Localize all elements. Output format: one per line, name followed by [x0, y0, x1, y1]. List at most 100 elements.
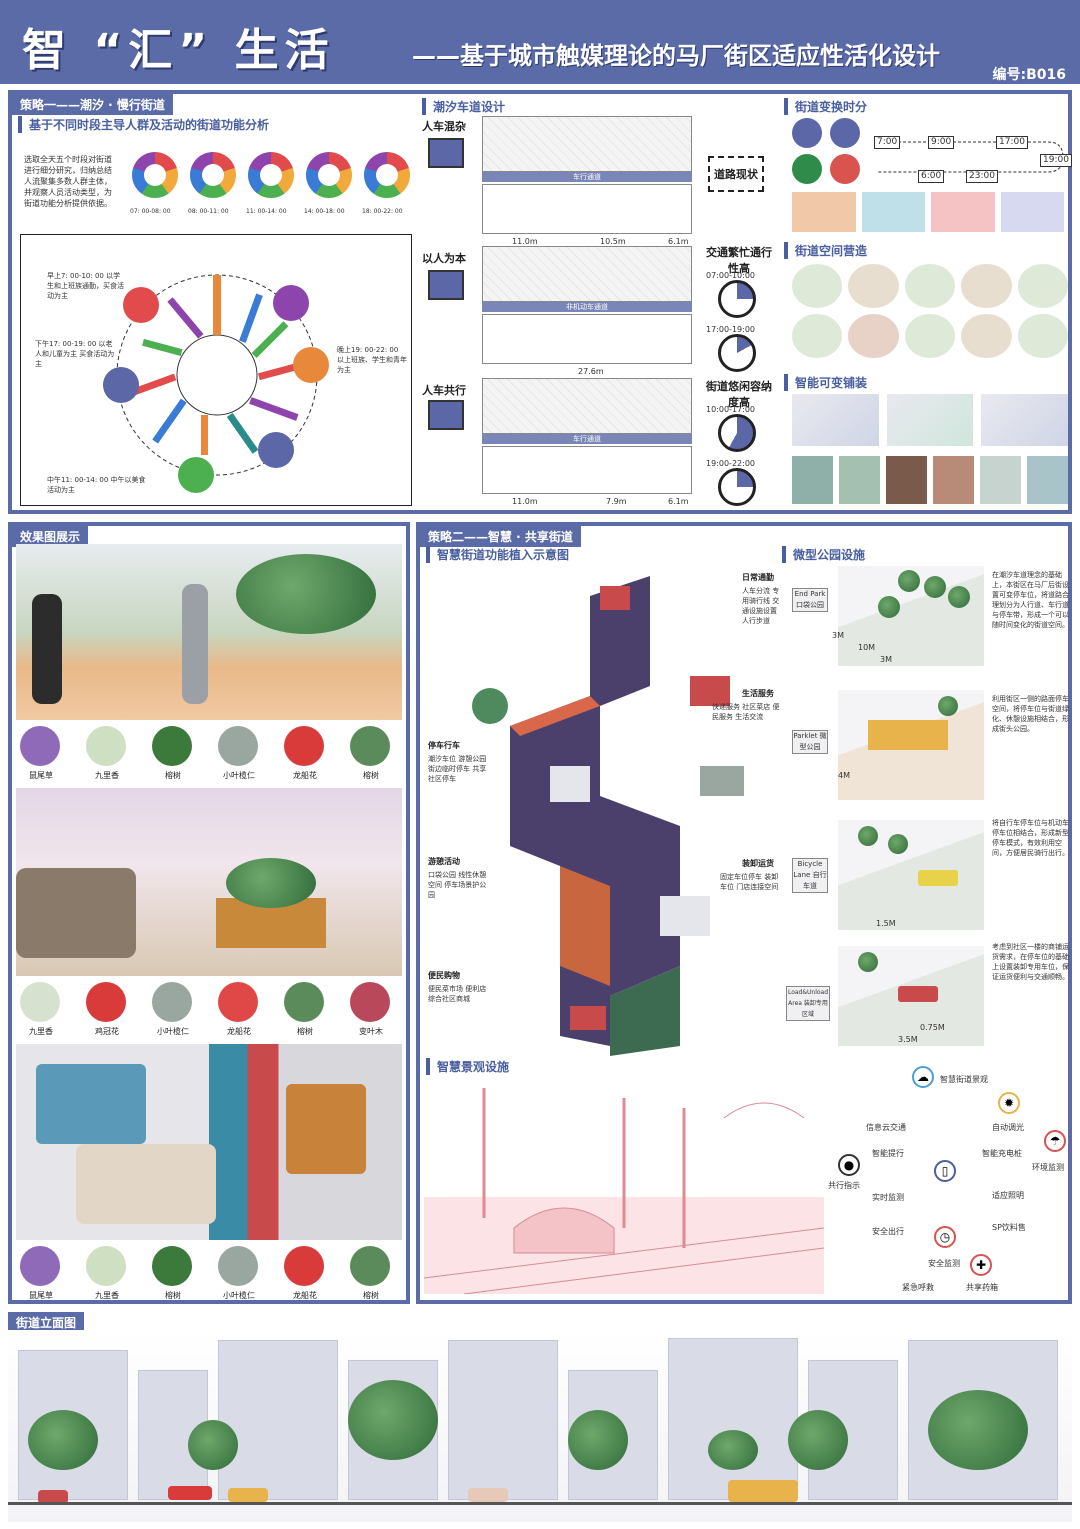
- function-label-commute: 日常通勤: [742, 572, 774, 582]
- clock-time-1: 07:00-10:00: [706, 271, 755, 280]
- smart-paving-title: 智能可变铺装: [784, 374, 867, 391]
- strategy-one-tag: 策略一——潮汐 · 慢行街道: [12, 94, 173, 115]
- park-iso-3: [838, 820, 984, 930]
- smart-label-5: 安全出行: [872, 1227, 904, 1236]
- rendering-3: [16, 1044, 402, 1240]
- plant-label: 龙船花: [293, 1291, 317, 1300]
- smart-label-4: 实时监测: [872, 1193, 904, 1202]
- park-iso-4: [838, 946, 984, 1046]
- smart-label-13: 共享药箱: [966, 1283, 998, 1292]
- smart-landscape-title: 智慧景观设施: [426, 1058, 509, 1075]
- landscape-lines: [423, 1088, 825, 1295]
- donut-chart-3: [248, 152, 294, 198]
- tidal-lane-title: 潮汐车道设计: [422, 98, 505, 115]
- park-note-3: 将自行车停车位与机动车停车位相结合，形成新型停车模式，有效利用空间，方便居民骑行…: [992, 819, 1069, 857]
- plant-label: 九里香: [95, 771, 119, 780]
- mode-icon-3: [428, 400, 464, 430]
- ground-line: [8, 1502, 1072, 1505]
- donut-label-5: 18: 00-22: 00: [362, 208, 403, 215]
- strategy-one-panel: 策略一——潮汐 · 慢行街道 基于不同时段主导人群及活动的街道功能分析 选取全天…: [8, 90, 1072, 514]
- park-box-3: Bicycle Lane 自行车道: [792, 858, 828, 893]
- mode-icon-2: [428, 270, 464, 300]
- time-label-1: 7:00: [874, 136, 901, 149]
- time-label-2: 9:00: [928, 136, 955, 149]
- dim-4: 4M: [838, 771, 850, 780]
- park-note-2: 利用街区一侧的路面停车空间，将停车位与街道绿化、休憩设施相结合，形成街头公园。: [992, 695, 1069, 733]
- park-iso-2: [838, 690, 984, 800]
- plant-label: 小叶榄仁: [157, 1027, 189, 1036]
- plant-label: 龙船花: [227, 1027, 251, 1036]
- width-label-2: 10.5m: [600, 237, 626, 246]
- plant-label: 龙船花: [293, 771, 317, 780]
- smart-label-6: 自动调光: [992, 1123, 1024, 1132]
- plant-label: 小叶榄仁: [223, 1291, 255, 1300]
- radial-chart-svg: [103, 274, 329, 493]
- function-label-shopping: 便民购物: [428, 970, 460, 980]
- space-creation-grid: [792, 264, 1068, 358]
- donut-chart-2: [190, 152, 236, 198]
- page-subtitle: ——基于城市触媒理论的马厂街区适应性活化设计: [412, 42, 940, 70]
- radial-activity-diagram: 早上7: 00-10: 00 以学生和上班族通勤，买食活动为主 下午17: 00…: [20, 234, 412, 506]
- plant-label: 榕树: [297, 1027, 313, 1036]
- street-time-title: 街道变换时分: [784, 98, 867, 115]
- donut-label-2: 08: 00-11: 00: [188, 208, 229, 215]
- function-label-leisure: 游憩活动: [428, 856, 460, 866]
- clock-time-3: 10:00-17:00: [706, 405, 755, 414]
- traffic-light-icon: ●: [838, 1154, 860, 1176]
- smart-label-1: 信息云交通: [866, 1123, 906, 1132]
- dim-6: 0.75M: [920, 1023, 945, 1032]
- street-plan-1: [482, 116, 692, 172]
- radial-bars: [131, 275, 299, 455]
- smart-street-title: 智慧街道功能植入示意图: [426, 546, 569, 563]
- width-label-1: 11.0m: [512, 237, 538, 246]
- street-section-3: [482, 446, 692, 494]
- time-label-4: 19:00: [1040, 154, 1072, 167]
- dim-2: 10M: [858, 643, 876, 652]
- bulb-icon: ✹: [998, 1092, 1020, 1114]
- width-label-4: 27.6m: [578, 367, 604, 376]
- clock-title-leisure: 街道悠闲容纳度高: [706, 380, 772, 409]
- smart-label-7: 智能充电桩: [982, 1149, 1022, 1158]
- clock-time-2: 17:00-19:00: [706, 325, 755, 334]
- road-status-box: 道路现状: [708, 156, 764, 192]
- page-title: 智 “汇” 生活: [22, 25, 335, 76]
- space-creation-title: 街道空间营造: [784, 242, 867, 259]
- donut-chart-4: [306, 152, 352, 198]
- elevation-tag: 街道立面图: [8, 1312, 85, 1333]
- donut-chart-1: [132, 152, 178, 198]
- time-scene-strip: [792, 192, 1064, 232]
- park-box-1: End Park 口袋公园: [792, 588, 828, 612]
- clock-3: [718, 414, 756, 452]
- function-analysis-title: 基于不同时段主导人群及活动的街道功能分析: [18, 116, 269, 133]
- width-label-6: 7.9m: [606, 497, 627, 506]
- plant-label: 九里香: [95, 1291, 119, 1300]
- plant-label: 榕树: [363, 1291, 379, 1300]
- intro-text: 选取全天五个时段对街道进行细分研究，归纳总结人流聚集多数人群主体，并观察人员活动…: [24, 155, 112, 208]
- plant-label: 榕树: [165, 1291, 181, 1300]
- watch-icon: ◷: [934, 1226, 956, 1248]
- avatar-2: [830, 118, 860, 148]
- width-label-7: 6.1m: [668, 497, 689, 506]
- timeline-loop: [878, 141, 1064, 173]
- plant-label: 鸡冠花: [95, 1027, 119, 1036]
- umbrella-icon: ☂: [1044, 1130, 1066, 1152]
- width-label-3: 6.1m: [668, 237, 689, 246]
- dim-1: 3M: [832, 631, 844, 640]
- plant-label: 九里香: [29, 1027, 53, 1036]
- micro-park-title: 微型公园设施: [782, 546, 865, 563]
- plant-label: 榕树: [363, 771, 379, 780]
- smart-label-10: SP饮料售: [992, 1223, 1026, 1232]
- road-bar-2: 非机动车通道: [482, 302, 692, 312]
- dim-7: 3.5M: [898, 1035, 918, 1044]
- smart-label-8: 环境监测: [1032, 1163, 1064, 1172]
- phone-hub-icon: ▯: [934, 1160, 956, 1182]
- clock-time-4: 19:00-22:00: [706, 459, 755, 468]
- mode-icon-1: [428, 138, 464, 168]
- evening-note: 晚上19: 00-22: 00 以上班族、学生和青年为主: [337, 346, 407, 374]
- paving-photo-row: [792, 456, 1068, 504]
- width-label-5: 11.0m: [512, 497, 538, 506]
- smart-label-3: 共行指示: [828, 1181, 860, 1190]
- function-label-service: 生活服务: [742, 688, 774, 698]
- paving-iso-row: [792, 394, 1069, 446]
- mode-shared: 人车共行: [422, 384, 466, 397]
